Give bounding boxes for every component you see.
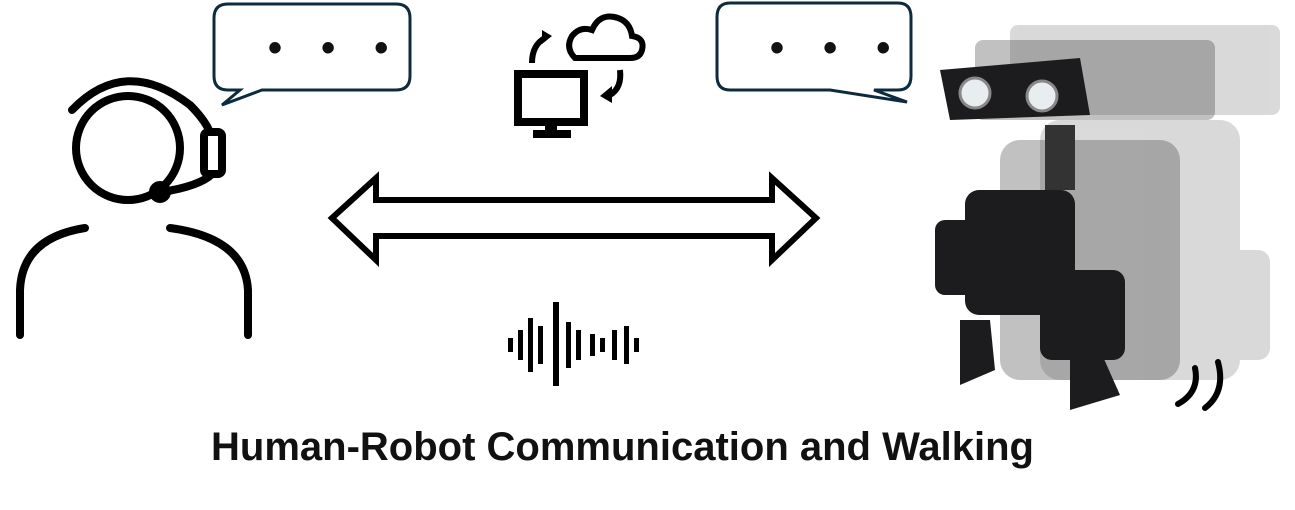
human-speech-bubble [212,2,412,107]
human-speech-text: • • • [268,26,403,70]
double-arrow-icon [327,171,821,268]
cloud-computer-sync-icon [514,13,646,138]
robot-speech-text: • • • [770,26,905,70]
robot-image [935,25,1280,410]
walking-motion-icon [1175,359,1224,411]
robot-speech-bubble [715,1,913,104]
diagram-title: Human-Robot Communication and Walking [211,425,1034,469]
person-headset-icon [16,77,252,339]
sound-wave-icon [508,302,639,386]
